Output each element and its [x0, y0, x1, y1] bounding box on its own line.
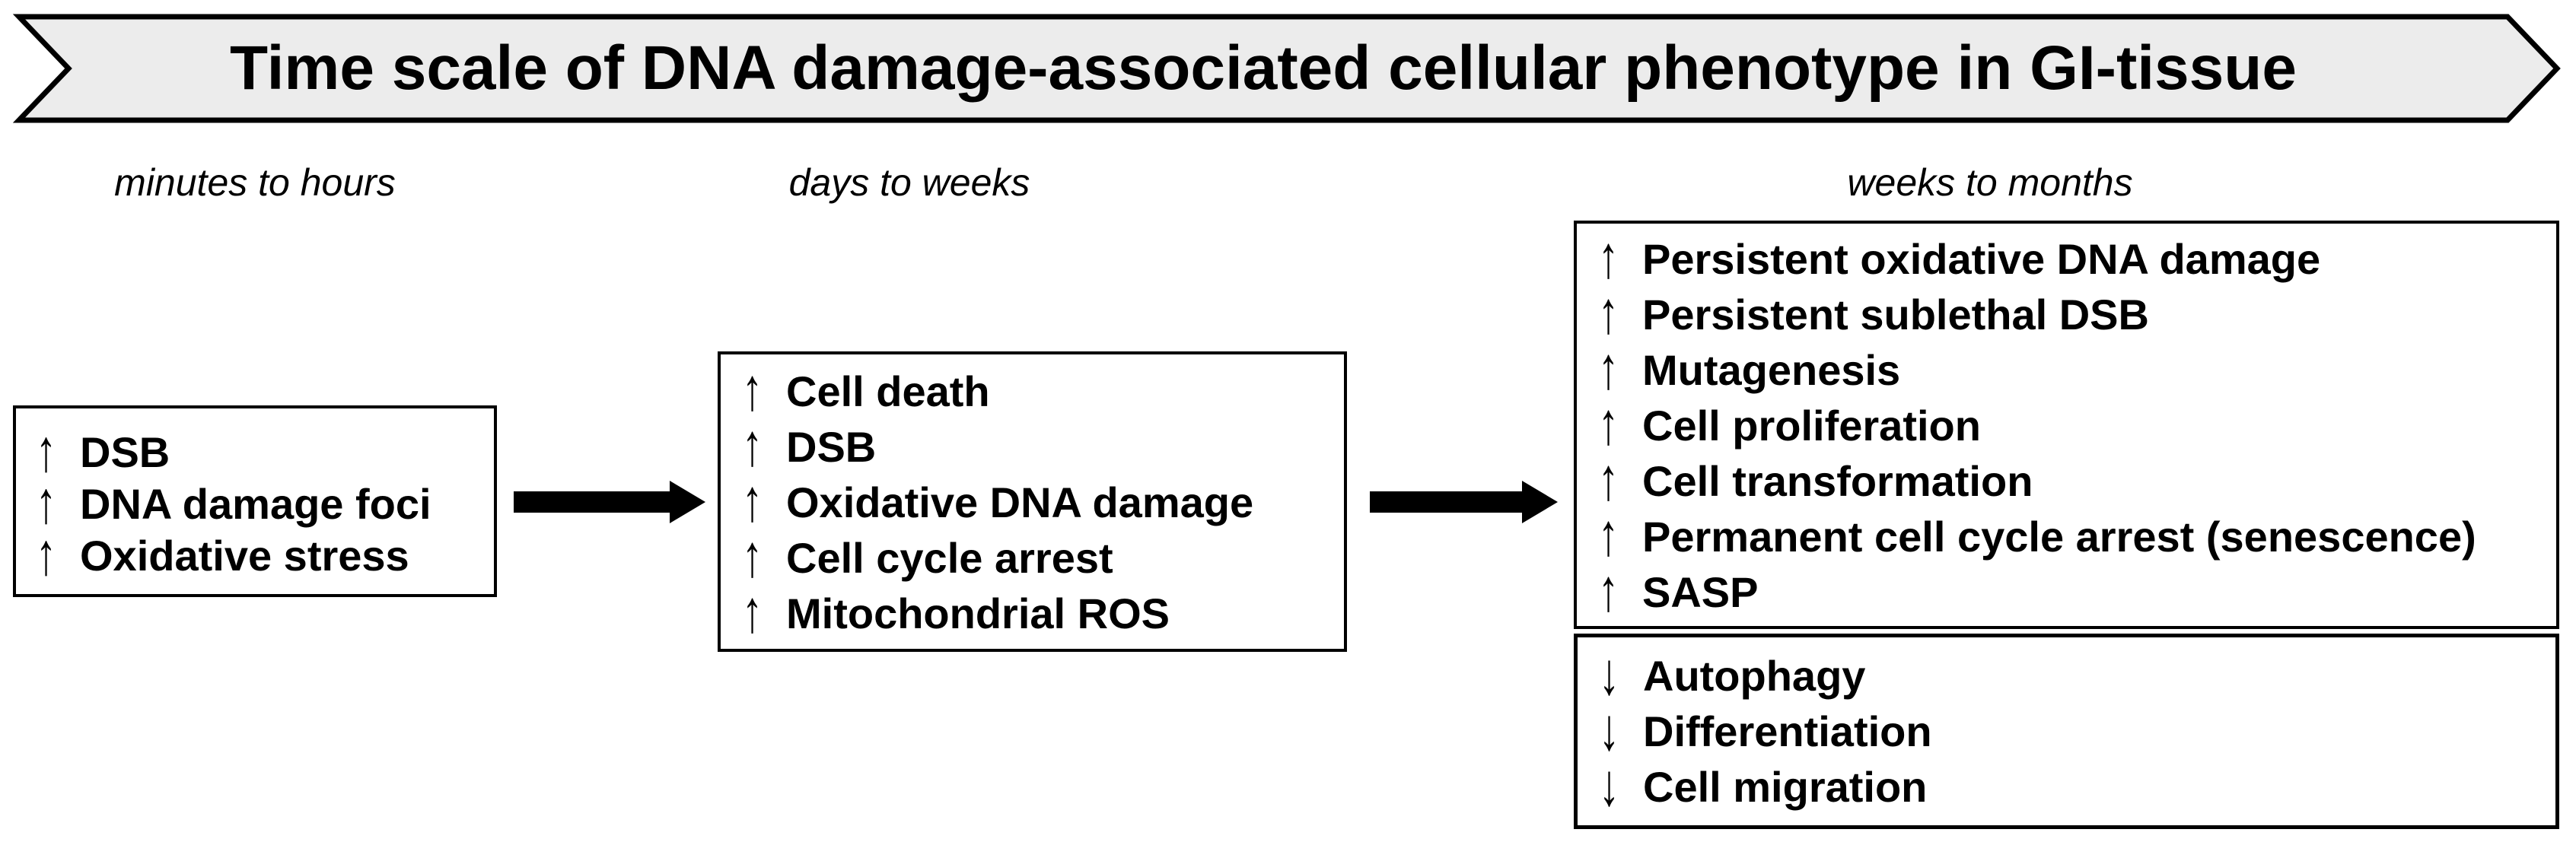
- list-item: ↑ Cell transformation: [1598, 446, 2556, 513]
- down-arrow-icon: ↓: [1599, 751, 1619, 818]
- up-arrow-icon: ↑: [36, 418, 56, 485]
- phenotype-box-mid: ↑ Cell death ↑ DSB ↑ Oxidative DNA damag…: [718, 351, 1347, 652]
- list-item: ↑ DSB: [36, 418, 494, 484]
- list-item-label: Oxidative stress: [80, 532, 409, 580]
- down-arrow-icon: ↓: [1599, 696, 1619, 763]
- phenotype-box-early: ↑ DSB ↑ DNA damage foci ↑ Oxidative stre…: [13, 405, 497, 597]
- list-item-label: Persistent oxidative DNA damage: [1642, 235, 2321, 283]
- up-arrow-icon: ↑: [742, 467, 763, 534]
- list-item-label: Cell migration: [1643, 763, 1928, 811]
- up-arrow-icon: ↑: [1598, 501, 1619, 568]
- list-item: ↑ Cell cycle arrest: [742, 523, 1344, 589]
- up-arrow-icon: ↑: [742, 356, 763, 423]
- up-arrow-icon: ↑: [36, 469, 56, 536]
- time-label-weeks-to-months: weeks to months: [1847, 161, 2133, 204]
- list-item: ↑ DNA damage foci: [36, 469, 494, 535]
- flow-arrow-icon: [1370, 481, 1558, 523]
- list-item-label: Permanent cell cycle arrest (senescence): [1642, 513, 2476, 561]
- list-item-label: Cell transformation: [1642, 457, 2033, 505]
- up-arrow-icon: ↑: [1598, 446, 1619, 513]
- title-banner-shape: [12, 14, 2561, 123]
- time-label-minutes-to-hours: minutes to hours: [114, 161, 396, 204]
- list-item-label: Oxidative DNA damage: [786, 478, 1254, 526]
- list-item-label: Cell proliferation: [1642, 402, 1981, 450]
- list-item: ↑ Permanent cell cycle arrest (senescenc…: [1598, 502, 2556, 568]
- flow-arrow-icon: [514, 481, 705, 523]
- page-title: Time scale of DNA damage-associated cell…: [230, 33, 2297, 103]
- list-item-label: Mitochondrial ROS: [786, 589, 1170, 637]
- list-item-label: DSB: [786, 423, 877, 471]
- list-item-label: Cell cycle arrest: [786, 534, 1113, 582]
- list-item-label: DNA damage foci: [80, 480, 431, 528]
- list-item: ↑ Oxidative DNA damage: [742, 468, 1344, 534]
- list-item-label: Differentiation: [1643, 707, 1932, 755]
- list-item: ↑ Cell proliferation: [1598, 391, 2556, 457]
- list-item: ↑ Cell death: [742, 357, 1344, 423]
- up-arrow-icon: ↑: [742, 411, 763, 478]
- list-item: ↑ Oxidative stress: [36, 521, 494, 587]
- phenotype-box-late-decreased: ↓ Autophagy ↓ Differentiation ↓ Cell mig…: [1574, 634, 2559, 829]
- list-item: ↓ Cell migration: [1599, 752, 2555, 818]
- list-item: ↑ Persistent sublethal DSB: [1598, 280, 2556, 346]
- up-arrow-icon: ↑: [1598, 224, 1619, 291]
- list-item: ↓ Differentiation: [1599, 697, 2555, 763]
- up-arrow-icon: ↑: [1598, 390, 1619, 457]
- list-item: ↑ SASP: [1598, 558, 2556, 624]
- list-item: ↑ Persistent oxidative DNA damage: [1598, 224, 2556, 291]
- list-item: ↑ DSB: [742, 412, 1344, 478]
- up-arrow-icon: ↑: [1598, 279, 1619, 346]
- up-arrow-icon: ↑: [1598, 335, 1619, 402]
- up-arrow-icon: ↑: [742, 523, 763, 589]
- up-arrow-icon: ↑: [36, 521, 56, 588]
- list-item-label: Autophagy: [1643, 652, 1866, 700]
- list-item-label: Cell death: [786, 367, 990, 415]
- down-arrow-icon: ↓: [1599, 640, 1619, 707]
- list-item-label: Persistent sublethal DSB: [1642, 291, 2149, 338]
- time-label-days-to-weeks: days to weeks: [788, 161, 1030, 204]
- list-item-label: Mutagenesis: [1642, 346, 1901, 394]
- list-item: ↑ Mutagenesis: [1598, 335, 2556, 402]
- list-item: ↑ Mitochondrial ROS: [742, 579, 1344, 645]
- phenotype-box-late-increased: ↑ Persistent oxidative DNA damage ↑ Pers…: [1574, 221, 2559, 629]
- up-arrow-icon: ↑: [1598, 557, 1619, 624]
- list-item-label: SASP: [1642, 568, 1759, 616]
- list-item-label: DSB: [80, 428, 170, 476]
- list-item: ↓ Autophagy: [1599, 641, 2555, 707]
- up-arrow-icon: ↑: [742, 578, 763, 645]
